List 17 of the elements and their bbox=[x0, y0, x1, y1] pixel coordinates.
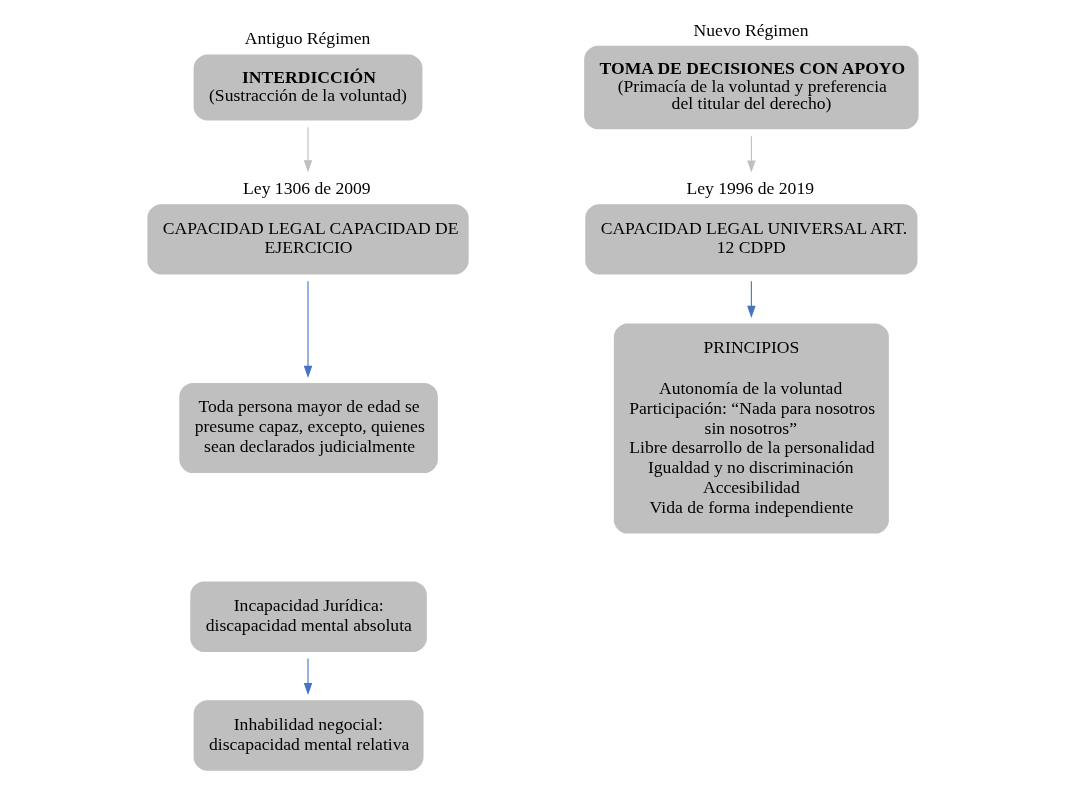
node-box: PRINCIPIOS Autonomía de la voluntad Participación: “Nada para nosotros sin nosotros” Libre desarrollo de la personalidad Igualdad y no discriminación Accesibilidad Vida de forma independiente bbox=[613, 323, 889, 534]
arrow bbox=[746, 280, 756, 318]
arrow bbox=[303, 280, 312, 378]
node-box: INTERDICCIÓN (Sustracción de la voluntad) bbox=[193, 54, 422, 121]
node-box: Incapacidad Jurídica: discapacidad mental absoluta bbox=[189, 581, 427, 652]
node-label: Antiguo Régimen bbox=[244, 28, 370, 49]
node-label: Ley 1306 de 2009 bbox=[242, 178, 371, 198]
node-box: Inhabilidad negocial: discapacidad mental relativa bbox=[193, 700, 424, 771]
arrow bbox=[746, 135, 756, 173]
node-box: CAPACIDAD LEGAL CAPACIDAD DE EJERCICIO bbox=[146, 204, 469, 275]
node-label: Ley 1996 de 2019 bbox=[685, 178, 814, 198]
arrow bbox=[303, 658, 312, 696]
arrow bbox=[303, 126, 312, 173]
node-label: Nuevo Régimen bbox=[693, 19, 808, 40]
node-box: Toda persona mayor de edad se presume capaz, excepto, quienes sean declarados judicialmente bbox=[178, 382, 438, 474]
node-box: TOMA DE DECISIONES CON APOYO (Primacía de la voluntad y preferencia del titular del derecho) bbox=[583, 45, 919, 130]
node-box: CAPACIDAD LEGAL UNIVERSAL ART. 12 CDPD bbox=[584, 204, 917, 275]
